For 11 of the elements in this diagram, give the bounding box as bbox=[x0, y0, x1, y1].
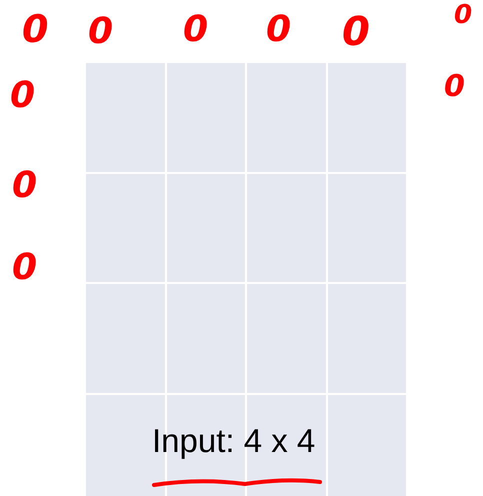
handwritten-digit: 0 bbox=[183, 12, 208, 48]
handwritten-digit: 0 bbox=[10, 78, 36, 114]
handwritten-digit: 0 bbox=[454, 2, 472, 28]
handwritten-digit: 0 bbox=[266, 12, 292, 48]
handwritten-digit: 0 bbox=[342, 12, 370, 52]
grid-caption: Input: 4 x 4 bbox=[152, 424, 316, 457]
handwritten-digit: 0 bbox=[88, 14, 114, 50]
handwritten-digit: 0 bbox=[444, 72, 465, 102]
handwritten-digit: 0 bbox=[12, 250, 38, 286]
handwritten-digit: 0 bbox=[22, 10, 48, 48]
handwritten-digit: 0 bbox=[12, 168, 38, 204]
